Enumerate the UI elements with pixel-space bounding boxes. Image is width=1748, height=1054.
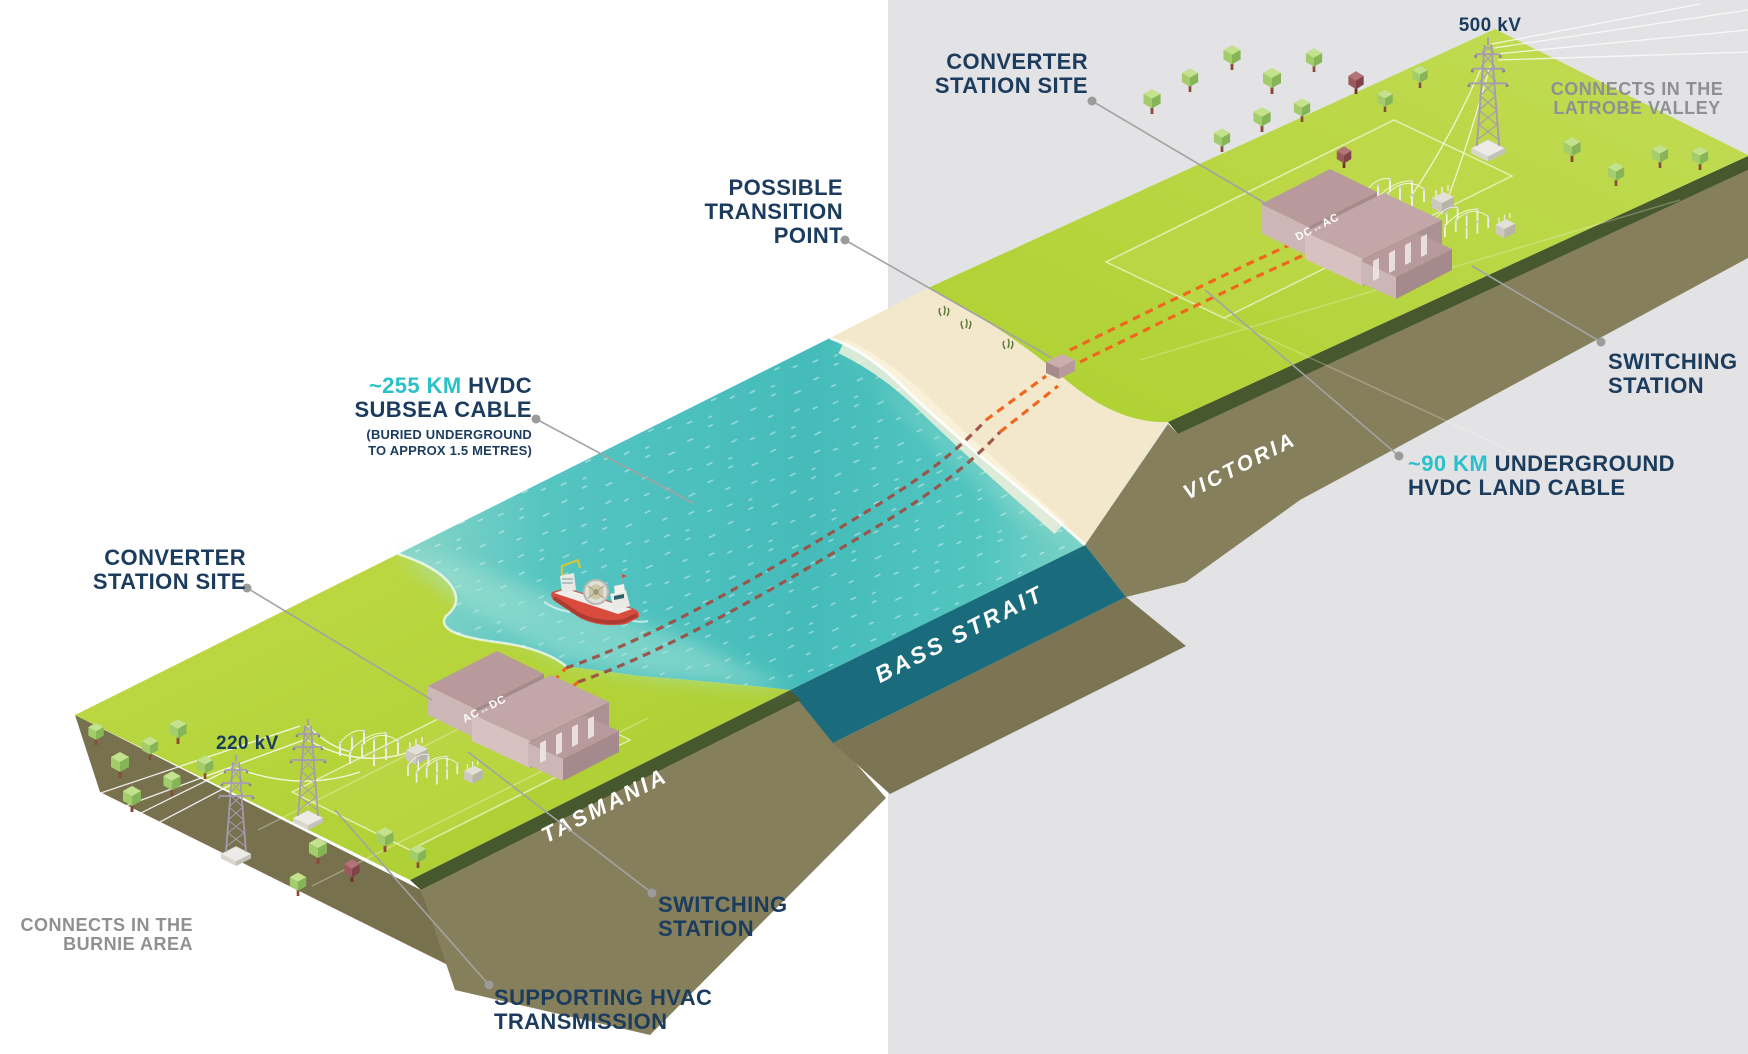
victoria-cliff-lip [1168, 156, 1748, 434]
subsea-cable-label: ~255 KM HVDC SUBSEA CABLE (BURIED UNDERG… [354, 373, 532, 458]
subsea-cable-route [565, 418, 1002, 684]
voltage-220kv-label: 220 kV [216, 733, 279, 754]
subsea-cable-note: (BURIED UNDERGROUND TO APPROX 1.5 METRES… [366, 426, 532, 458]
victoria-beach [830, 288, 1168, 545]
transition-point-box [1046, 354, 1075, 379]
land-cable-label: ~90 KM UNDERGROUND HVDC LAND CABLE [1408, 451, 1675, 500]
victoria-converter-label: CONVERTER STATION SITE [934, 49, 1088, 98]
connects-latrobe-label: CONNECTS IN THE LATROBE VALLEY [1550, 79, 1724, 119]
possible-transition-label: POSSIBLE TRANSITION POINT [704, 175, 843, 248]
bass-strait-front-face [790, 545, 1126, 743]
tasmania-cliff-lip [410, 690, 801, 890]
connects-burnie-label: CONNECTS IN THE BURNIE AREA [20, 915, 193, 955]
tasmania-switching-label: SWITCHING STATION [658, 892, 788, 941]
leader-lines [242, 96, 1606, 990]
victoria-switching-label: SWITCHING STATION [1608, 349, 1738, 398]
waterline-foam [829, 336, 1087, 547]
cable-ship [543, 558, 649, 626]
voltage-500kv-label: 500 kV [1458, 15, 1522, 36]
tasmania-converter-label: CONVERTER STATION SITE [92, 545, 246, 594]
tasmania-shore-foam [397, 552, 567, 667]
supporting-hvac-label: SUPPORTING HVAC TRANSMISSION [494, 985, 713, 1034]
